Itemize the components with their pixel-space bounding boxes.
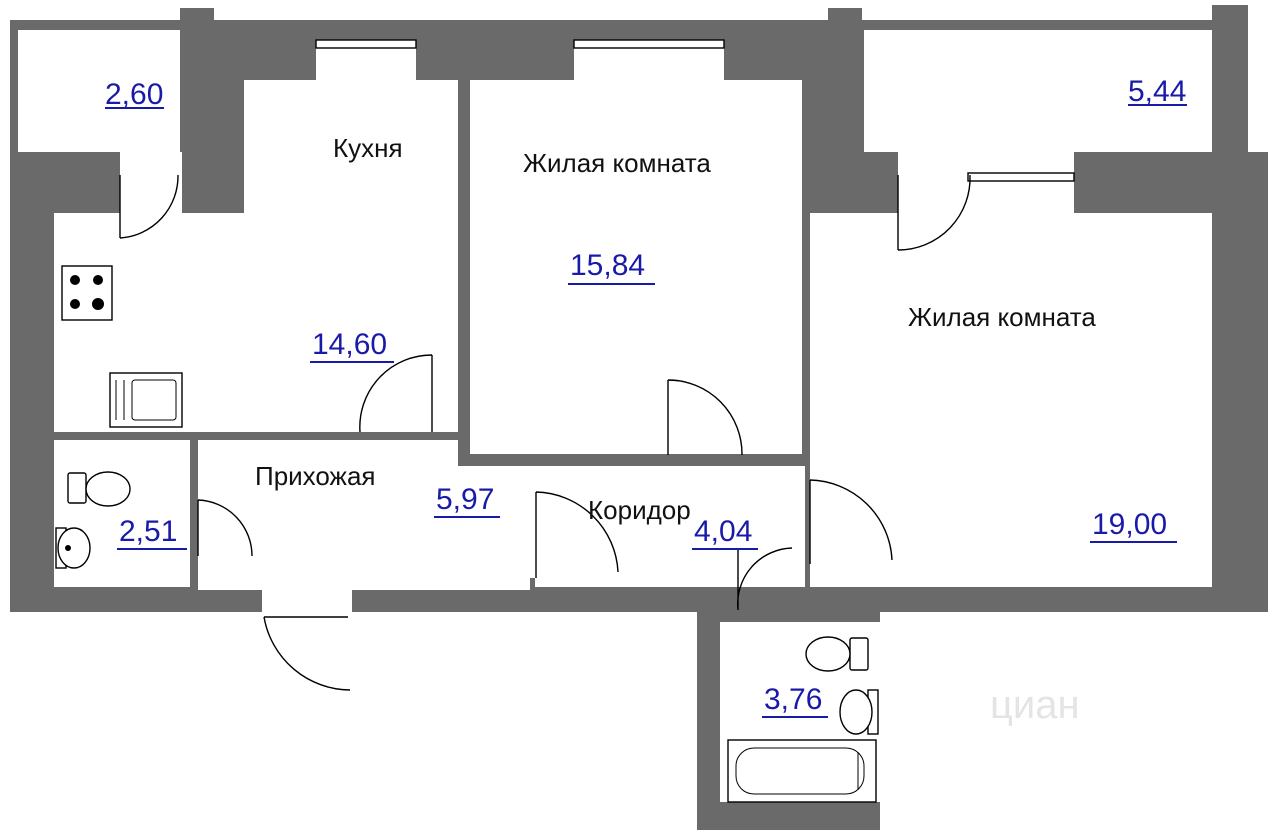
window-living-room-2 xyxy=(967,172,1075,182)
living-room-2 xyxy=(810,213,1212,587)
corridor xyxy=(535,466,805,587)
bathtub xyxy=(727,739,877,803)
hallway-label: Прихожая xyxy=(255,461,375,491)
window-living-room-1 xyxy=(573,39,725,49)
kitchen-label: Кухня xyxy=(333,133,403,163)
living-room-2-area: 19,00 xyxy=(1092,508,1167,541)
watermark: циан xyxy=(990,683,1080,727)
balcony-right-area: 5,44 xyxy=(1128,75,1186,108)
windows xyxy=(315,39,1075,182)
doors xyxy=(119,174,971,691)
living-room-2-label: Жилая комната xyxy=(908,302,1096,332)
kitchen xyxy=(54,80,458,432)
hallway xyxy=(198,440,535,590)
corridor-label: Коридор xyxy=(588,495,691,525)
window-kitchen xyxy=(315,39,417,49)
room-labels: Кухня Жилая комната Жилая комната Прихож… xyxy=(255,133,1096,525)
hallway-area: 5,97 xyxy=(436,483,494,516)
living-room-1 xyxy=(470,80,802,454)
bath-washbasin xyxy=(839,689,879,735)
toilet-area: 2,51 xyxy=(119,515,177,548)
bath-toilet xyxy=(805,636,869,672)
kitchen-area: 14,60 xyxy=(312,328,387,361)
room-areas: 2,60 5,44 14,60 15,84 19,00 5,97 4,04 2,… xyxy=(105,75,1187,718)
balcony-left-area: 2,60 xyxy=(105,78,163,111)
living-room-1-label: Жилая комната xyxy=(523,148,711,178)
bathroom-area: 3,76 xyxy=(764,683,822,716)
balcony-left xyxy=(18,30,180,152)
corridor-area: 4,04 xyxy=(694,515,752,548)
wc-toilet xyxy=(67,471,131,507)
balcony-right xyxy=(864,30,1212,152)
kitchen-sink xyxy=(109,372,183,428)
stove xyxy=(61,265,113,321)
wc-washbasin xyxy=(55,527,91,569)
living-room-1-area: 15,84 xyxy=(570,249,645,282)
